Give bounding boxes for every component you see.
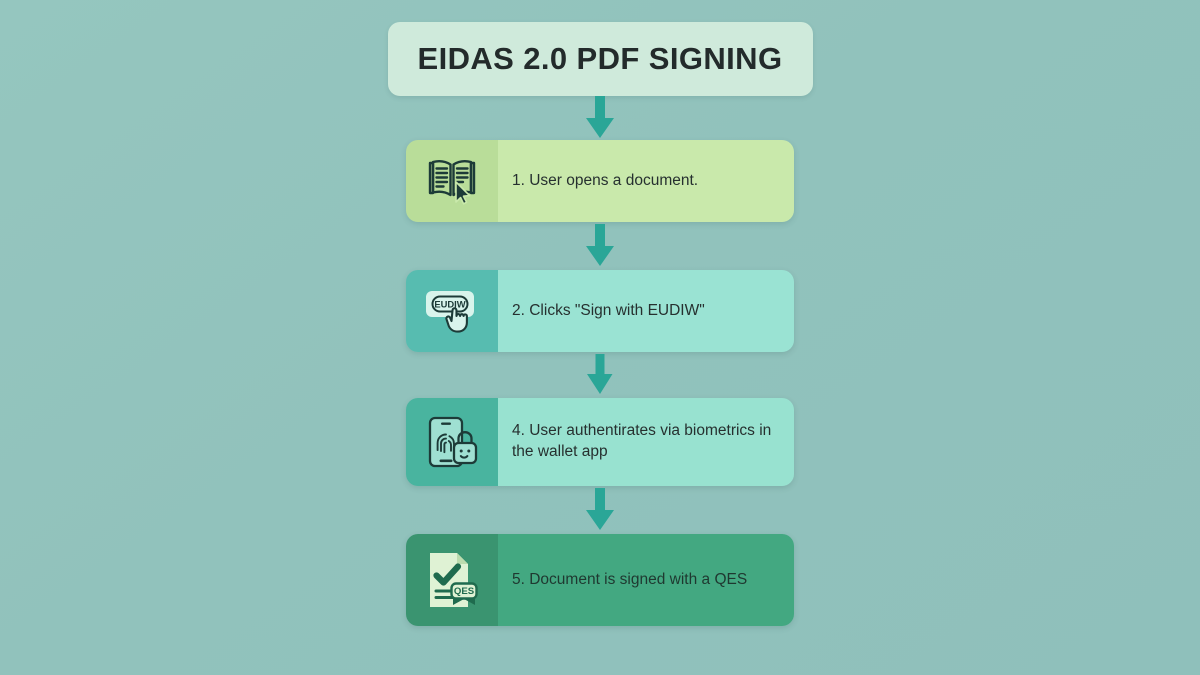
flow-step-2-text-pane: 2. Clicks "Sign with EUDIW" [498,270,794,352]
flow-step-4-text-pane: 4. User authentirates via biometrics in … [498,398,794,486]
flow-step-2[interactable]: EUDIW 2. Clicks "Sign with EUDIW" [406,270,794,352]
qes-badge-text: QES [454,586,475,597]
flow-arrow-icon [586,224,614,266]
open-book-with-cursor-icon [428,160,476,205]
flow-arrow-icon [586,96,614,138]
diagram-title: EIDAS 2.0 PDF SIGNING [417,41,783,76]
flow-step-1-text-pane: 1. User opens a document. [498,140,794,222]
flow-step-4-icon-pane [406,398,498,486]
flow-arrow-icon [587,354,613,394]
flow-step-5-label: 5. Document is signed with a QES [512,570,748,588]
flow-step-5[interactable]: QES 5. Document is signed with a QES [406,534,794,626]
flow-step-4[interactable]: 4. User authentirates via biometrics in … [406,398,794,486]
eudiw-badge-text: EUDIW [434,298,465,309]
flow-step-5-text-pane: 5. Document is signed with a QES [498,534,794,626]
flow-step-2-icon-pane: EUDIW [406,270,498,352]
flow-step-1-icon-pane [406,140,498,222]
signed-document-qes-icon: QES [430,553,478,607]
flow-step-1-label: 1. User opens a document. [512,171,699,189]
phone-fingerprint-padlock-icon [428,416,478,468]
eudiw-button-click-icon: EUDIW [426,291,474,333]
diagram-title-card: EIDAS 2.0 PDF SIGNING [387,22,813,96]
flow-step-4-label: 4. User authentirates via biometrics in … [512,422,772,460]
flow-step-5-icon-pane: QES [406,534,498,626]
flow-step-2-label: 2. Clicks "Sign with EUDIW" [512,301,705,319]
flow-arrow-icon [586,488,614,530]
flow-step-1[interactable]: 1. User opens a document. [406,140,794,222]
